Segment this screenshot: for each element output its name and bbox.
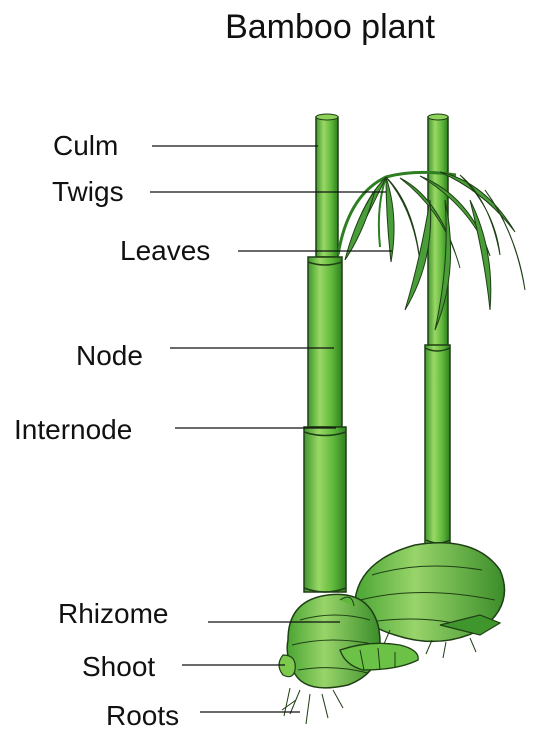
label-rhizome: Rhizome (58, 598, 168, 630)
label-internode: Internode (14, 414, 132, 446)
label-shoot: Shoot (82, 651, 155, 683)
label-roots: Roots (106, 700, 179, 732)
front-culm (304, 114, 346, 592)
label-culm: Culm (53, 130, 118, 162)
back-culm (425, 114, 450, 545)
label-node: Node (76, 340, 143, 372)
label-leaves: Leaves (120, 235, 210, 267)
label-twigs: Twigs (52, 176, 124, 208)
